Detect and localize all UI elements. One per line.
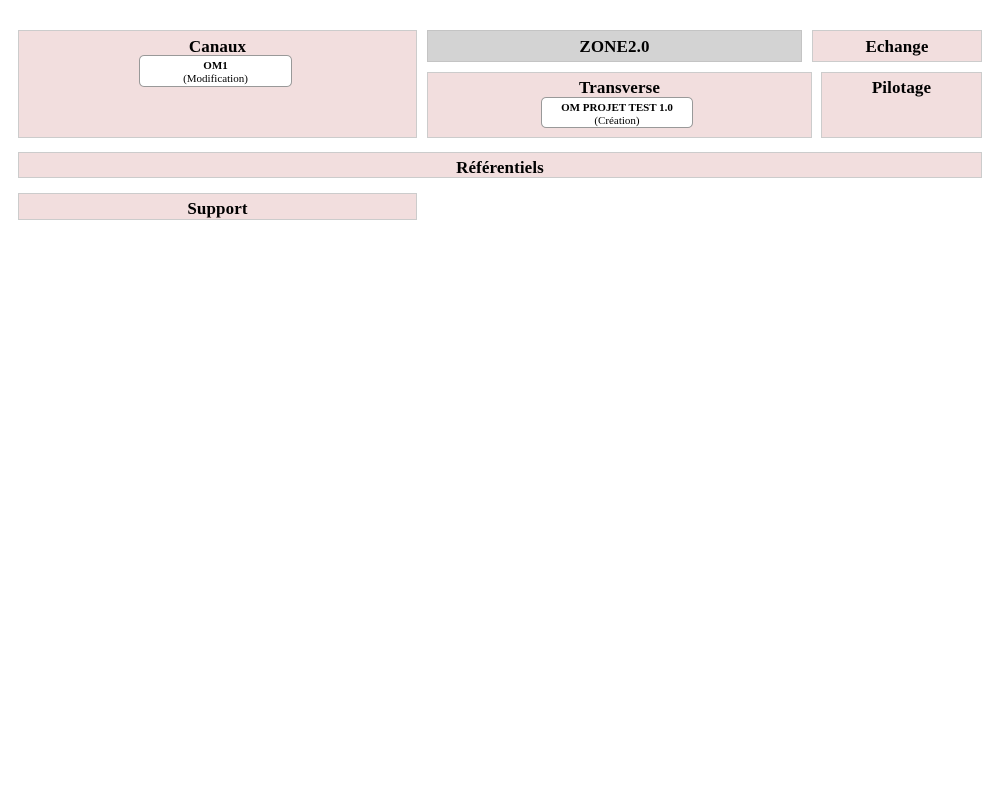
zone-support-title: Support <box>187 199 248 218</box>
node-om1-name: OM1 <box>203 60 228 72</box>
zone-zone2-0[interactable]: ZONE2.0 <box>427 30 802 62</box>
zone-pilotage-title: Pilotage <box>871 78 932 97</box>
zone-echange-title: Echange <box>865 37 929 56</box>
zone-transverse-title: Transverse <box>579 78 660 97</box>
node-om-projet-test[interactable]: OM PROJET TEST 1.0 (Création) <box>541 97 693 128</box>
zone-canaux-title: Canaux <box>188 37 247 56</box>
node-om-projet-test-state: (Création) <box>594 114 640 127</box>
zone-pilotage[interactable]: Pilotage <box>821 72 982 138</box>
zone-zone2-0-title: ZONE2.0 <box>579 37 650 56</box>
zone-support[interactable]: Support <box>18 193 417 220</box>
node-om1[interactable]: OM1 (Modification) <box>139 55 292 87</box>
zone-referentiels-title: Référentiels <box>456 158 544 177</box>
node-om1-state: (Modification) <box>183 72 248 85</box>
zone-echange[interactable]: Echange <box>812 30 982 62</box>
zone-referentiels[interactable]: Référentiels <box>18 152 982 178</box>
node-om-projet-test-name: OM PROJET TEST 1.0 <box>561 102 673 114</box>
